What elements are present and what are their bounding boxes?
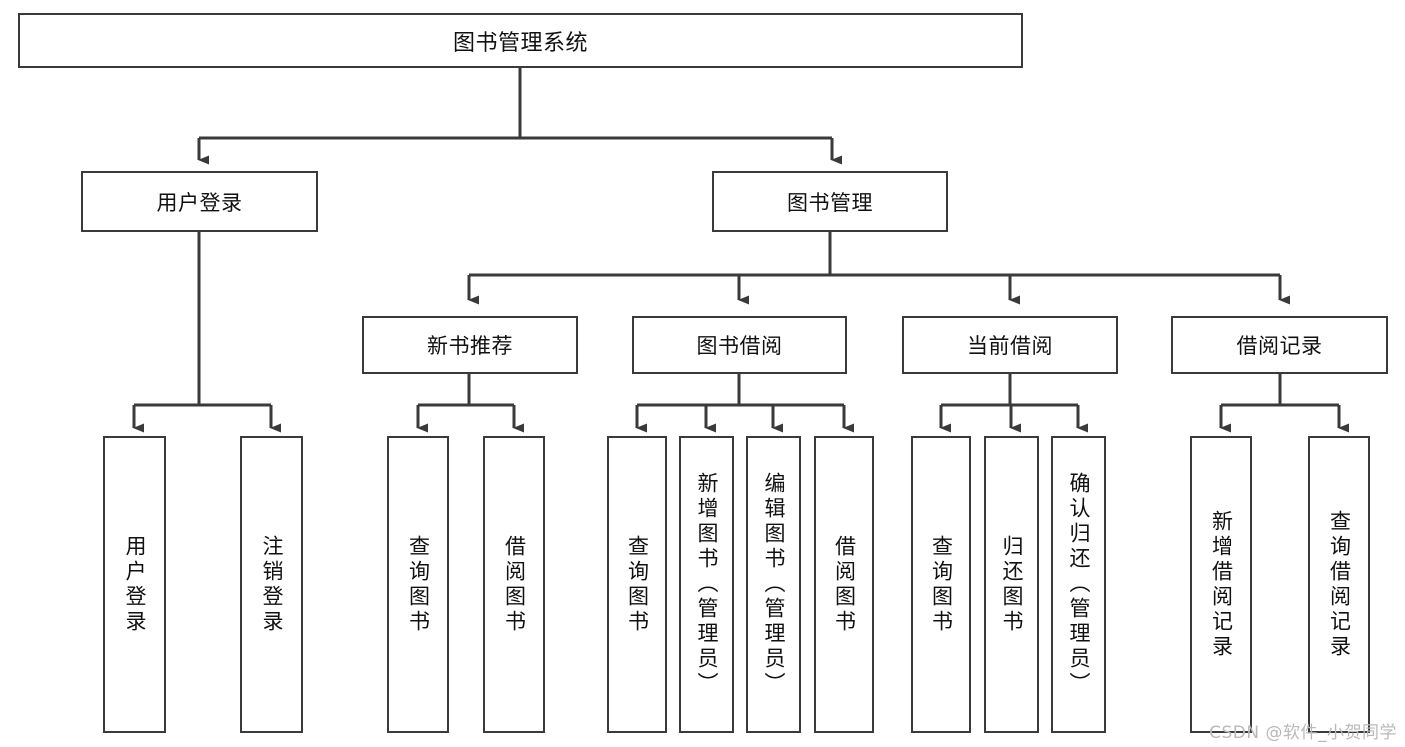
node-label: 当前借阅	[967, 334, 1053, 358]
node-user-login[interactable]: 用户登录	[81, 171, 318, 232]
node-label: 图书管理	[787, 190, 873, 215]
node-label: 用户登录	[156, 190, 243, 215]
leaf-borrow-book-recommend[interactable]: 借阅图书	[483, 436, 545, 733]
leaf-query-book-recommend[interactable]: 查询图书	[387, 436, 449, 733]
node-label: 借阅记录	[1236, 334, 1323, 358]
node-book-management[interactable]: 图书管理	[712, 171, 948, 232]
node-book-borrow[interactable]: 图书借阅	[632, 316, 847, 374]
node-label: 新书推荐	[427, 334, 513, 358]
leaf-query-book-borrow[interactable]: 查询图书	[607, 436, 667, 733]
node-new-book-recommend[interactable]: 新书推荐	[362, 316, 578, 374]
node-label: 查询借阅记录	[1327, 509, 1352, 660]
node-label: 新增借阅记录	[1209, 509, 1234, 660]
node-label: 归还图书	[1000, 534, 1024, 635]
node-label: 用户登录	[123, 534, 147, 635]
leaf-user-login[interactable]: 用户登录	[103, 436, 166, 733]
node-label: 注销登录	[260, 534, 284, 635]
leaf-confirm-return-admin[interactable]: 确认归还（管理员）	[1051, 436, 1106, 733]
leaf-borrow-book[interactable]: 借阅图书	[814, 436, 874, 733]
node-label: 查询图书	[625, 534, 650, 635]
node-label: 借阅图书	[502, 534, 527, 635]
node-label: 借阅图书	[832, 534, 857, 635]
leaf-add-borrow-record[interactable]: 新增借阅记录	[1190, 436, 1252, 733]
leaf-query-book-current[interactable]: 查询图书	[911, 436, 971, 733]
node-label: 新增图书（管理员）	[695, 472, 719, 697]
leaf-edit-book-admin[interactable]: 编辑图书（管理员）	[746, 436, 801, 733]
watermark-text: CSDN @软件_小贺同学	[1209, 723, 1397, 743]
node-label: 查询图书	[406, 534, 431, 635]
node-borrow-records[interactable]: 借阅记录	[1171, 316, 1388, 374]
node-current-borrow[interactable]: 当前借阅	[902, 316, 1118, 374]
node-label: 确认归还（管理员）	[1067, 472, 1091, 697]
leaf-return-book[interactable]: 归还图书	[984, 436, 1039, 733]
leaf-query-borrow-record[interactable]: 查询借阅记录	[1308, 436, 1370, 733]
node-label: 图书管理系统	[452, 30, 588, 56]
leaf-logout[interactable]: 注销登录	[240, 436, 303, 733]
node-root-system[interactable]: 图书管理系统	[18, 13, 1023, 68]
node-label: 图书借阅	[696, 334, 783, 358]
node-label: 查询图书	[929, 534, 954, 635]
leaf-add-book-admin[interactable]: 新增图书（管理员）	[679, 436, 734, 733]
node-label: 编辑图书（管理员）	[762, 472, 786, 697]
